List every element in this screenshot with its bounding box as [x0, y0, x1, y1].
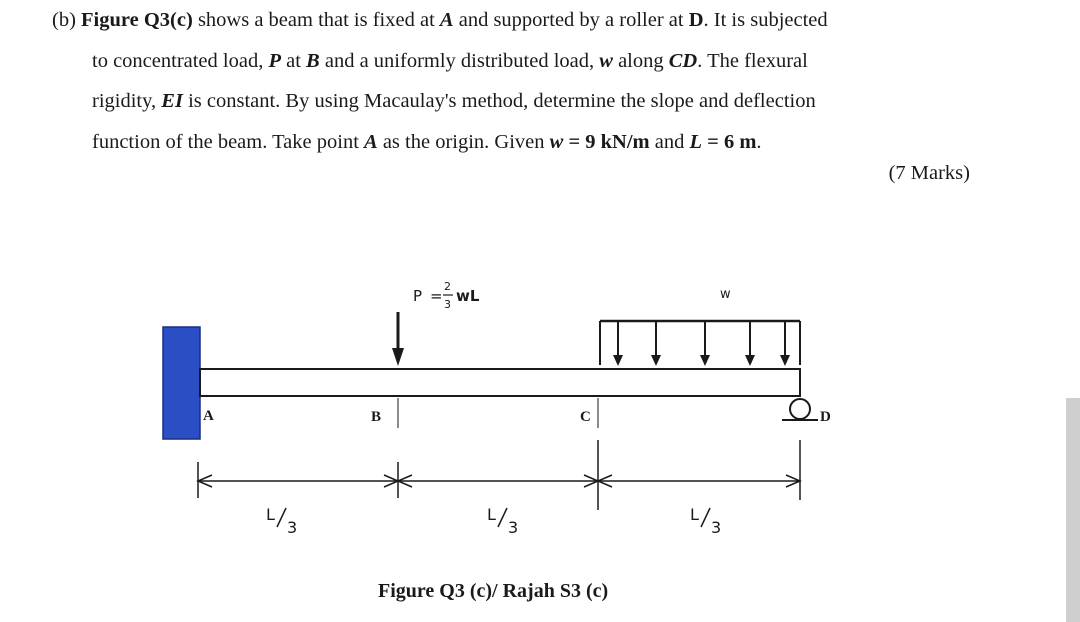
udl-arrow [651, 321, 661, 366]
point-label-c: C [580, 409, 591, 425]
dim-label-l3: L 3 [690, 505, 721, 537]
symbol-w: w [599, 49, 613, 72]
marks-label: (7 Marks) [888, 162, 970, 184]
symbol-p: P [268, 49, 281, 72]
beam [199, 368, 801, 397]
given-w-value: = 9 kN/m [563, 130, 650, 153]
text-fragment: is constant. By using Macaulay's method,… [182, 90, 816, 112]
text-fragment: at [280, 49, 307, 72]
origin-point-ref: A [364, 130, 378, 153]
point-a-ref: A [439, 9, 454, 31]
text-fragment: as the origin. Given [377, 130, 550, 153]
symbol-ei: EI [161, 90, 183, 112]
point-b-ref: B [306, 49, 320, 72]
scrollbar[interactable] [1066, 398, 1080, 622]
point-label-d: D [820, 409, 831, 425]
point-label-b: B [371, 409, 381, 425]
text-fragment: function of the beam. Take point [92, 130, 365, 153]
text-fragment: rigidity, [92, 90, 162, 112]
dim-arrowhead [196, 474, 213, 488]
udl-arrow [613, 321, 623, 366]
dimension-lines [196, 440, 802, 510]
text-fragment: to concentrated load, [92, 49, 269, 72]
question-label: (b) [52, 9, 76, 31]
dim-arrowhead [396, 474, 413, 488]
udl-arrow [780, 321, 790, 366]
point-d-ref: D [688, 9, 704, 31]
question-line-4: function of the beam. Take point A as th… [52, 122, 982, 163]
load-p-symbol: P [413, 287, 422, 305]
udl-label: w [720, 287, 731, 302]
point-load-arrow [392, 312, 404, 366]
dim-label-l3: L 3 [487, 505, 518, 537]
dim-3: 3 [711, 518, 721, 537]
dim-l: L [266, 505, 275, 524]
dimension-labels: L 3 L 3 L 3 [266, 505, 721, 537]
text-fragment: and [649, 130, 690, 153]
question-line-1: (b) Figure Q3(c) shows a beam that is fi… [52, 0, 982, 41]
fraction-denominator: 3 [444, 298, 451, 311]
given-l-symbol: L [689, 130, 703, 153]
dim-label-l3: L 3 [266, 505, 297, 537]
dim-l: L [487, 505, 496, 524]
question-line-3: rigidity, EI is constant. By using Macau… [52, 81, 982, 122]
load-equals: = [430, 287, 443, 305]
point-load-label: P = 2 3 wL [413, 280, 480, 311]
dim-arrowhead [596, 474, 613, 488]
fixed-support-wall [162, 326, 201, 440]
text-fragment: shows a beam that is fixed at [192, 9, 440, 31]
dim-3: 3 [508, 518, 518, 537]
dim-slash [700, 507, 711, 528]
dim-slash [497, 507, 508, 528]
udl-arrow [745, 321, 755, 366]
text-fragment: . It is subjected [703, 9, 828, 31]
dim-slash [276, 507, 287, 528]
given-l-value: = 6 m [702, 130, 757, 153]
text-fragment: along [612, 49, 669, 72]
text-fragment: . The flexural [697, 49, 808, 72]
text-fragment: and a uniformly distributed load, [319, 49, 600, 72]
udl-load [599, 319, 801, 366]
load-wl: wL [456, 287, 480, 305]
fraction-numerator: 2 [444, 280, 451, 293]
point-label-a: A [203, 408, 214, 424]
dim-l: L [690, 505, 699, 524]
dim-arrowhead [785, 474, 802, 488]
figure-reference: Figure Q3(c) [81, 9, 193, 31]
roller-support [782, 398, 818, 421]
given-w-symbol: w [549, 130, 564, 153]
segment-cd-ref: CD [668, 49, 698, 72]
text-fragment: and supported by a roller at [453, 9, 689, 31]
text-fragment: . [756, 130, 762, 153]
question-line-2: to concentrated load, P at B and a unifo… [52, 41, 982, 82]
udl-arrow [700, 321, 710, 366]
dim-3: 3 [287, 518, 297, 537]
figure-caption: Figure Q3 (c)/ Rajah S3 (c) [378, 580, 609, 602]
question-text: (b) Figure Q3(c) shows a beam that is fi… [52, 0, 982, 162]
